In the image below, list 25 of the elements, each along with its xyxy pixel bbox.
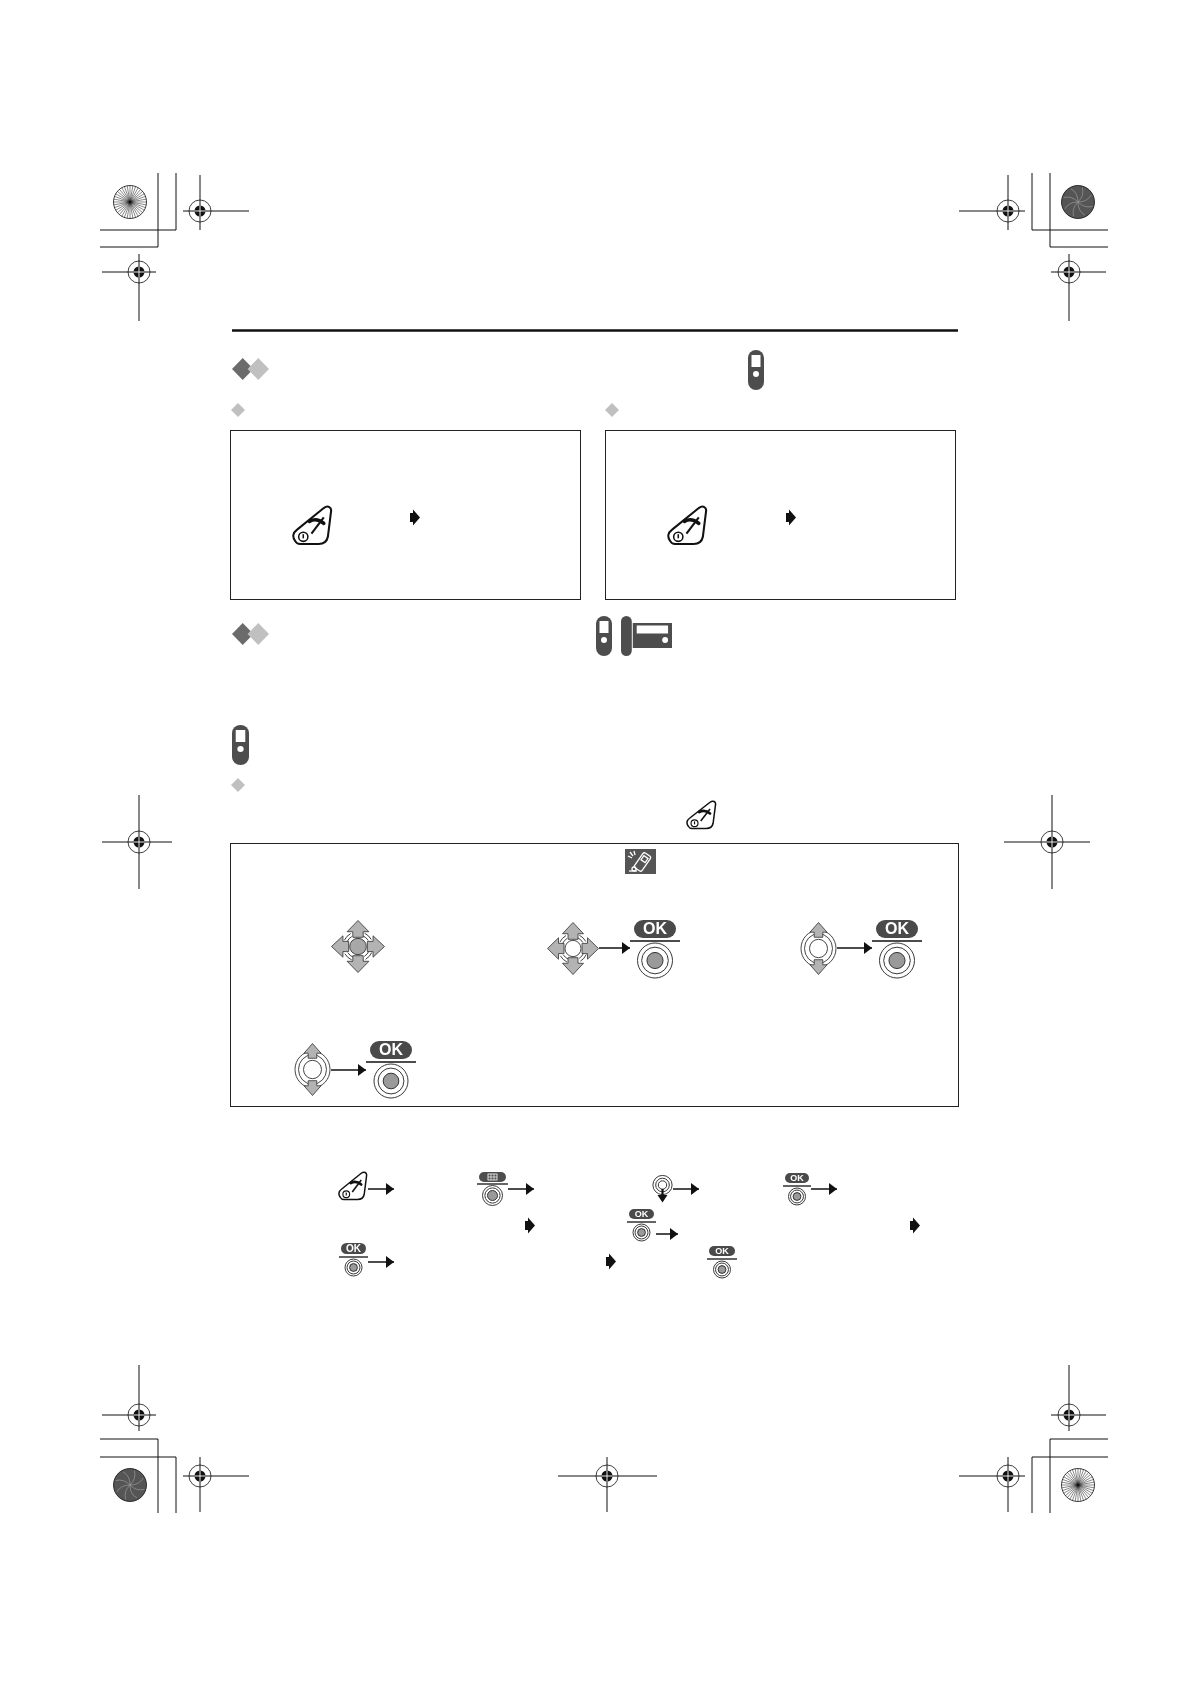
key-label: OK: [785, 1173, 809, 1183]
key-label: OK: [709, 1246, 735, 1256]
down-key-icon: [652, 1175, 673, 1203]
instruction-panel: [605, 430, 956, 600]
arrow: [367, 1183, 395, 1195]
arrow: [598, 942, 631, 954]
up-down-key-icon: [800, 922, 837, 975]
key-label: OK: [876, 920, 918, 938]
key-label: OK: [634, 920, 676, 938]
arrow: [507, 1183, 535, 1195]
arrow: [330, 1064, 367, 1076]
arrow: [672, 1183, 700, 1195]
end-call-key-icon: [338, 1171, 368, 1201]
up-down-key-icon: [294, 1043, 331, 1096]
key-label: OK: [629, 1209, 654, 1219]
arrow: [367, 1256, 395, 1268]
navigation-pad-icon: [547, 922, 599, 975]
arrow: [810, 1183, 838, 1195]
menu-key-icon: [477, 1172, 508, 1206]
instruction-panel: [230, 843, 959, 1107]
arrow: [836, 942, 873, 954]
instruction-panel: [230, 430, 581, 600]
arrow: [655, 1228, 679, 1240]
key-label: OK: [370, 1041, 412, 1059]
key-label: OK: [341, 1243, 366, 1254]
